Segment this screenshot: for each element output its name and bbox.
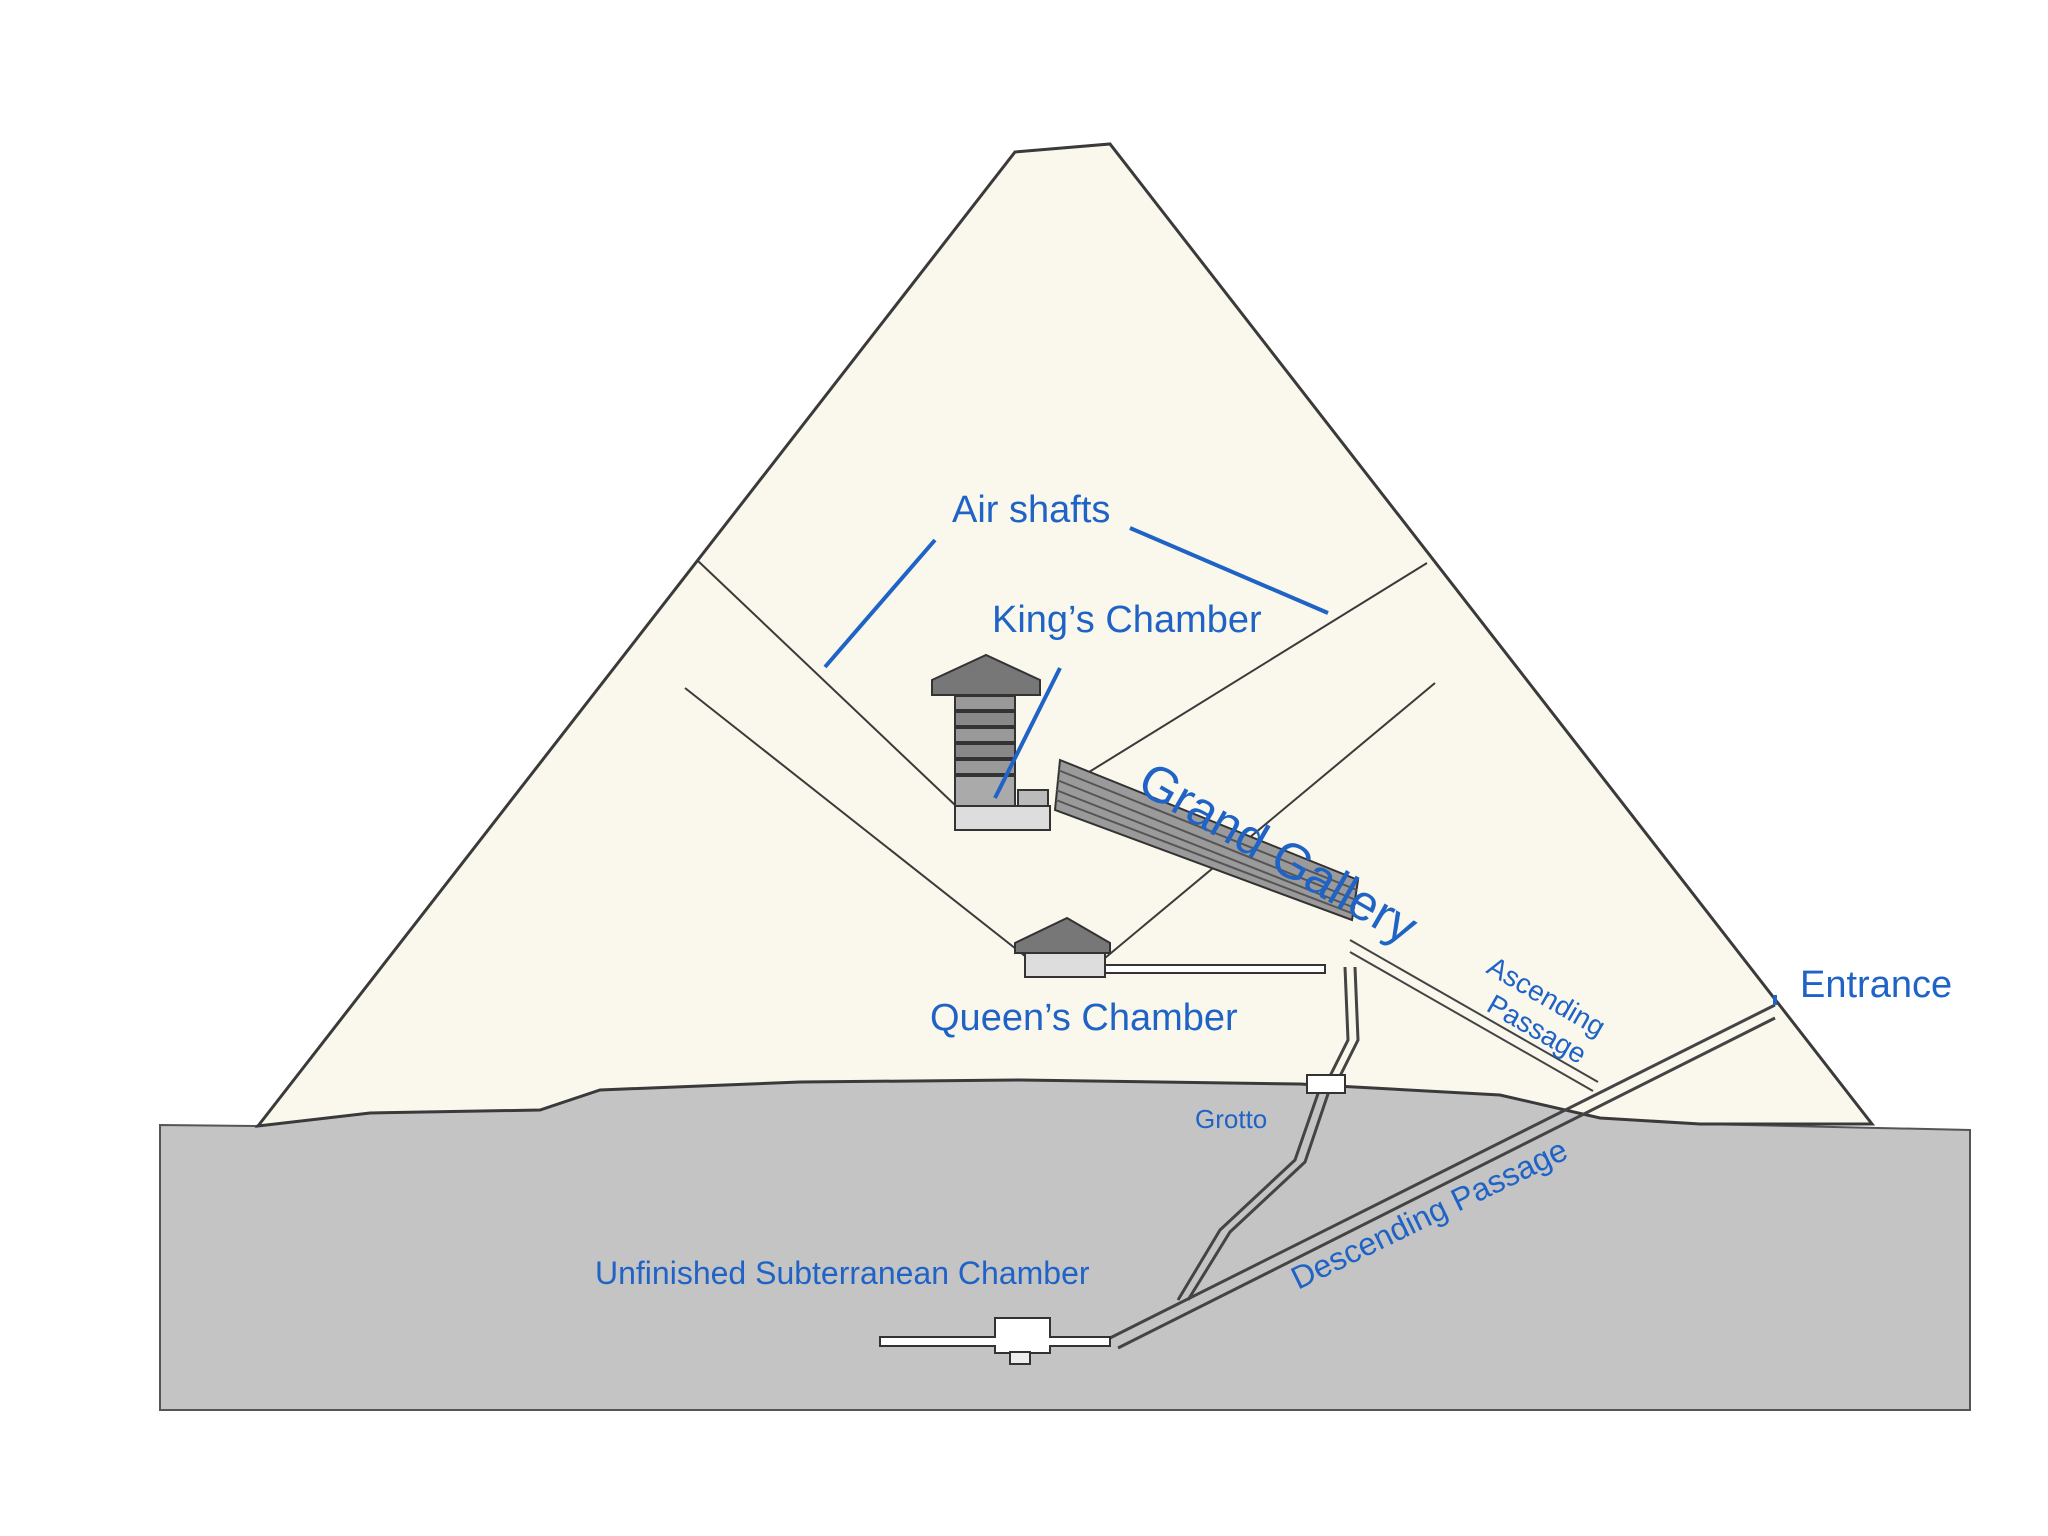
grand-gallery-structure (1053, 758, 1360, 922)
descending-passage-structure (1109, 1003, 1776, 1350)
queens-air-shaft-south (1104, 682, 1436, 959)
well-shaft (1176, 966, 1360, 1301)
air-shafts-pointer-left (823, 538, 937, 669)
kings-chamber-structure (931, 653, 1051, 831)
kings-air-shaft-south (1059, 562, 1428, 791)
entrance-label: Entrance (1800, 964, 1952, 1006)
kings-chamber-pointer (993, 667, 1062, 799)
kings-air-shaft-north (696, 559, 956, 806)
grotto-label: Grotto (1195, 1104, 1267, 1134)
pyramid-body (254, 142, 1876, 1128)
subterranean-chamber-label: Unfinished Subterranean Chamber (595, 1255, 1090, 1291)
queens-chamber-structure (1014, 916, 1326, 978)
subterranean-chamber-structure (879, 1317, 1111, 1365)
bedrock (159, 1078, 1971, 1411)
queens-chamber-label: Queen’s Chamber (930, 997, 1238, 1039)
air-shafts-pointer-right (1129, 526, 1329, 615)
queens-air-shaft-north (684, 687, 1031, 961)
ascending-passage-structure (1349, 939, 1599, 1092)
kings-chamber-label: King’s Chamber (992, 599, 1262, 641)
air-shafts-label: Air shafts (952, 489, 1110, 531)
